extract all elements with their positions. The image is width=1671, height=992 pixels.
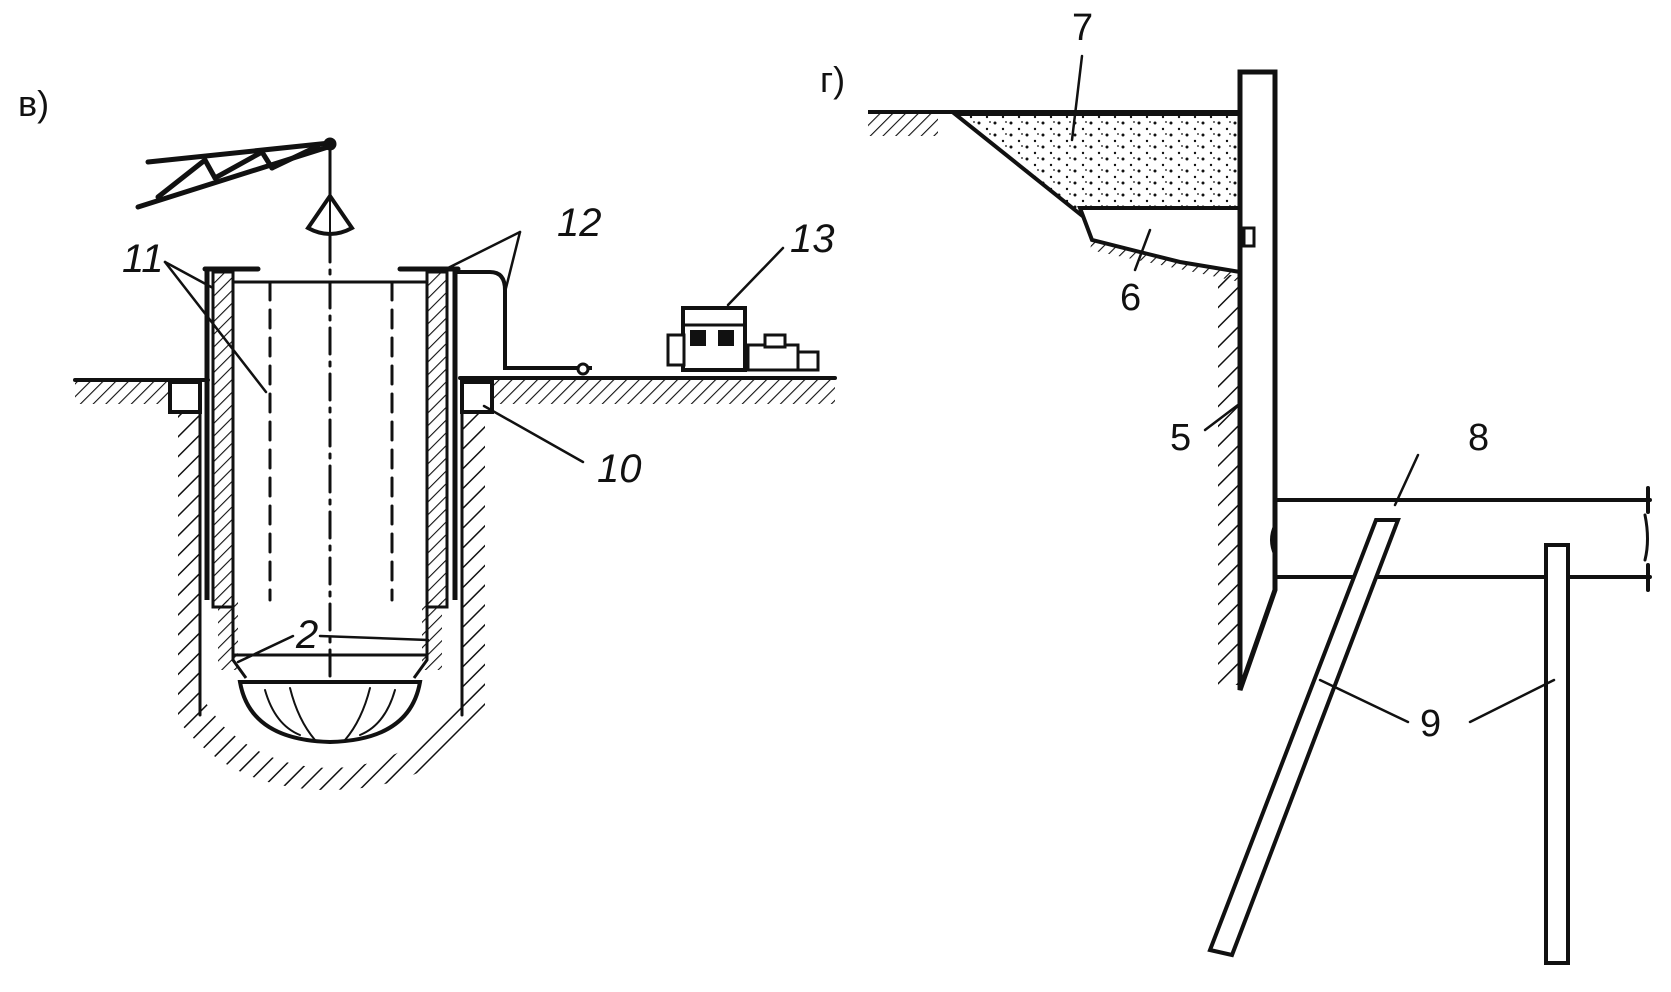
excavation-bottom <box>237 680 423 745</box>
wall-anchor-bolt <box>1242 226 1256 248</box>
casing-pipe <box>231 234 429 732</box>
horizontal-beam <box>1270 486 1652 592</box>
retaining-wall <box>1237 69 1278 691</box>
label-12: 12 <box>557 201 602 245</box>
label-6: 6 <box>1120 277 1141 319</box>
pipe-valve-icon <box>576 362 590 376</box>
ground-hatching <box>75 380 835 404</box>
label-9: 9 <box>1420 703 1441 745</box>
vertical-pile <box>1544 543 1570 965</box>
inclined-pile <box>1207 518 1401 958</box>
soil-behind-wall <box>1218 275 1240 685</box>
backfill-soil <box>949 112 1242 223</box>
panel-g-label: г) <box>820 59 845 100</box>
label-10: 10 <box>597 447 642 491</box>
bottom-arcs <box>264 687 396 741</box>
label-7: 7 <box>1072 7 1093 49</box>
guide-beam-left <box>168 380 202 414</box>
slurry-pipeline <box>455 270 592 370</box>
panel-v-leaders <box>163 230 785 664</box>
label-13: 13 <box>790 217 835 261</box>
label-2: 2 <box>295 613 318 657</box>
panel-g-leaders <box>1070 54 1556 724</box>
ground-hatching-g <box>868 114 938 136</box>
grab-bucket <box>305 144 355 236</box>
label-11: 11 <box>122 237 164 281</box>
shaft-wall-left <box>204 268 248 679</box>
panel-v: в) <box>18 83 837 790</box>
panel-g: г) <box>820 7 1652 965</box>
crane-boom <box>135 137 337 210</box>
label-8: 8 <box>1468 417 1489 459</box>
label-5: 5 <box>1170 417 1191 459</box>
excavation-outline <box>198 398 464 717</box>
pump-station <box>666 306 820 372</box>
soil-around-shaft <box>178 400 485 790</box>
slab-base-hatch <box>1090 240 1240 282</box>
panel-v-label: в) <box>18 83 49 124</box>
shaft-wall-right <box>412 268 458 679</box>
